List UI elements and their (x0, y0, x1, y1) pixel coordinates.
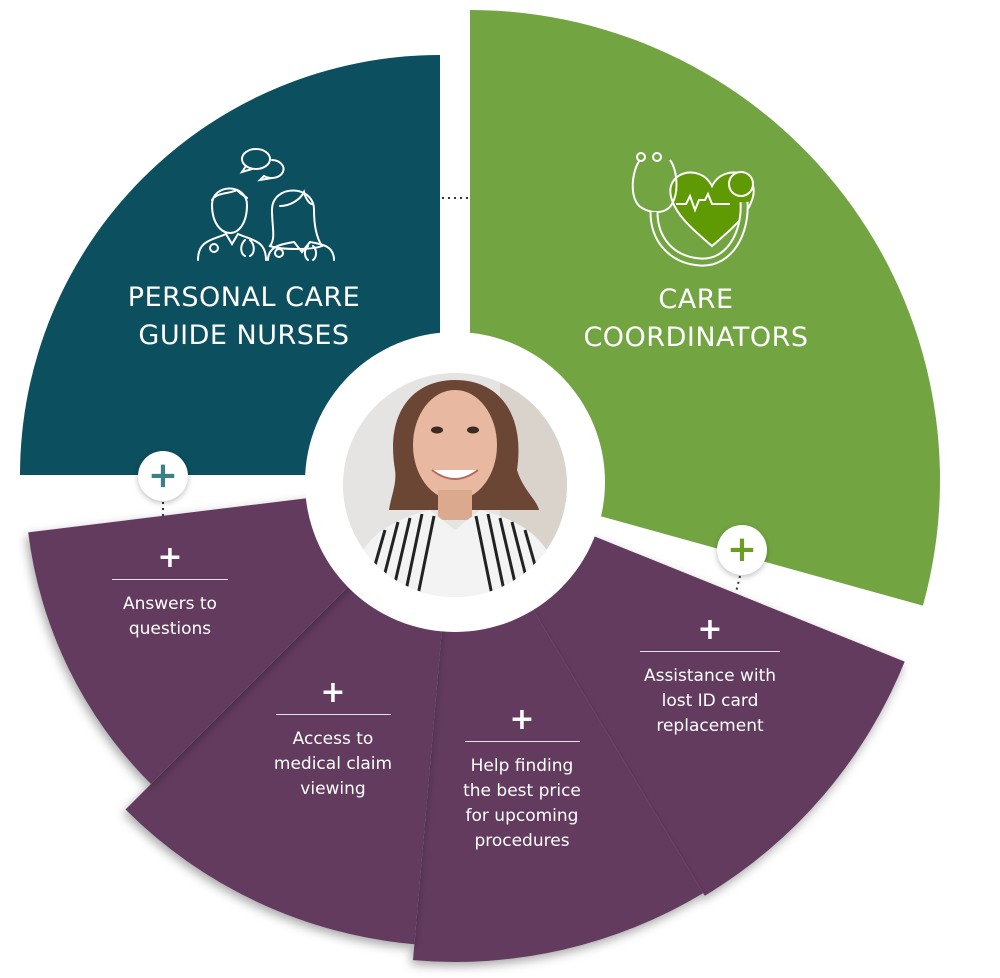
service-text: Access to medical claim viewing (273, 729, 393, 799)
personal-care-guide-nurses-segment[interactable] (20, 55, 440, 475)
divider (275, 714, 391, 715)
service-segment[interactable] (455, 480, 905, 896)
stethoscope-heart-icon (631, 152, 755, 267)
service-text: Assistance with lost ID card replacement (643, 666, 777, 736)
personal-care-guide-nurses-title: PERSONAL CARE GUIDE NURSES (128, 279, 360, 355)
plus-icon: + (697, 612, 723, 647)
service-medical-claim-viewing[interactable]: + Access to medical claim viewing (258, 678, 408, 802)
title-line: GUIDE NURSES (138, 320, 350, 351)
title-line: CARE (658, 284, 734, 315)
divider (112, 579, 228, 580)
service-text: Answers to questions (123, 594, 217, 639)
service-answers-to-questions[interactable]: + Answers to questions (85, 543, 255, 642)
plus-icon: + (147, 455, 179, 496)
plus-icon: + (320, 675, 346, 710)
service-best-price[interactable]: + Help finding the best price for upcomi… (462, 705, 582, 854)
title-line: PERSONAL CARE (127, 282, 361, 313)
connector-dots (735, 575, 741, 593)
care-coordinators-title: CARE COORDINATORS (583, 281, 808, 357)
plus-icon: + (726, 529, 758, 570)
nurses-icon (197, 148, 335, 261)
plus-icon: + (509, 702, 535, 737)
advisor-photo (343, 373, 567, 597)
service-text: Help finding the best price for upcoming… (463, 756, 581, 851)
plus-icon: + (157, 540, 183, 575)
expand-nurses-button[interactable]: + (138, 451, 188, 501)
expand-coordinators-button[interactable]: + (717, 525, 767, 575)
service-lost-id-card[interactable]: + Assistance with lost ID card replaceme… (635, 615, 785, 739)
divider (640, 651, 780, 652)
title-line: COORDINATORS (583, 322, 809, 353)
divider (464, 741, 580, 742)
